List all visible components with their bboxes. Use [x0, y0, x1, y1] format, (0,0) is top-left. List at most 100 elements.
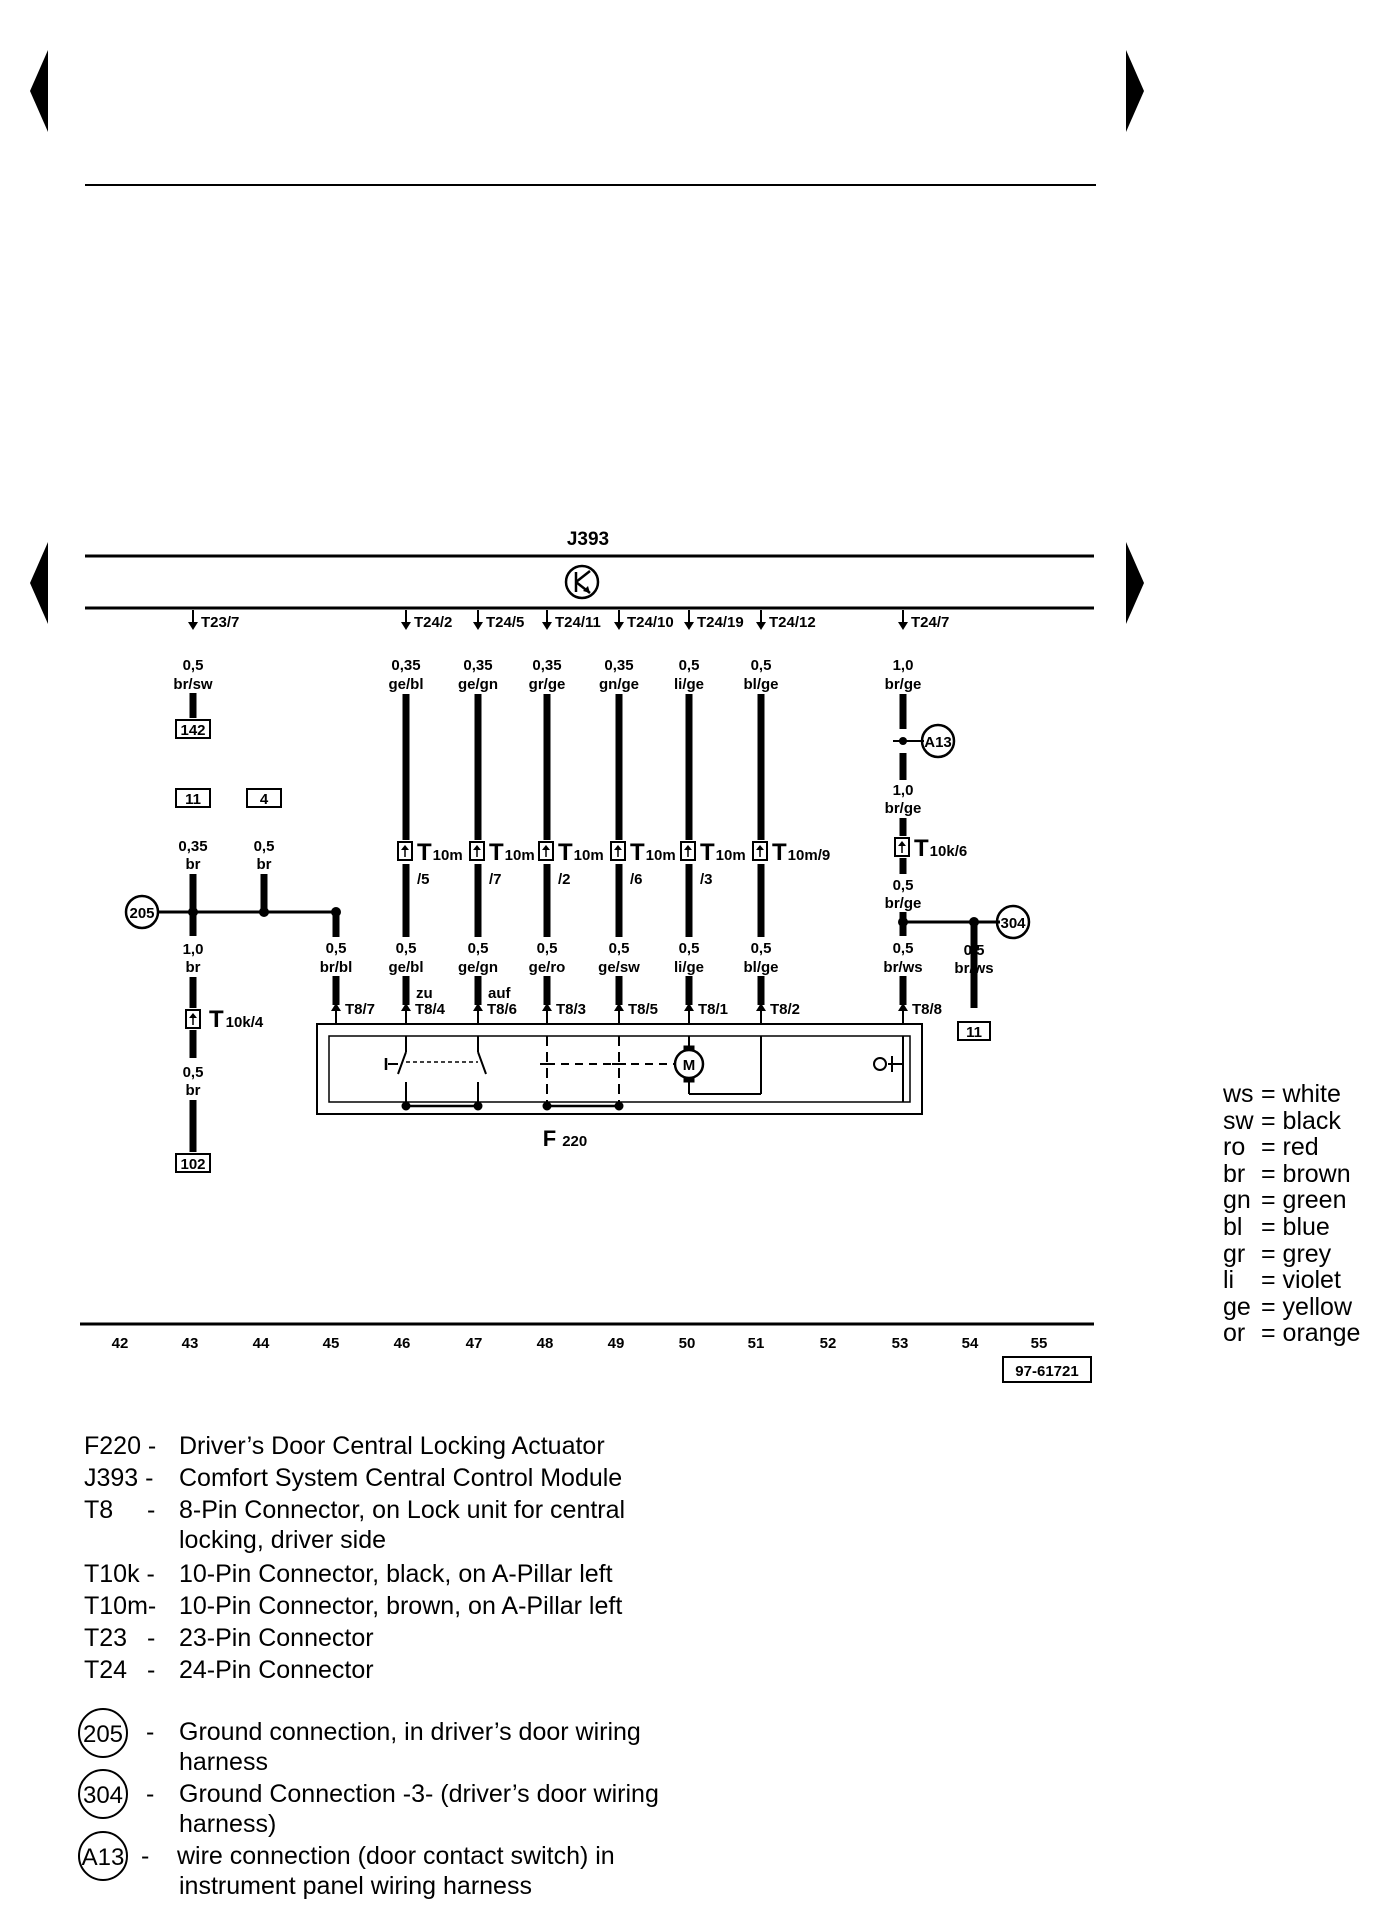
legend-row-t8: T8-8-Pin Connector, on Lock unit for cen…: [84, 1496, 625, 1525]
color-key-code: bl: [1223, 1213, 1243, 1241]
legend-ground-304-symbol: [78, 1769, 128, 1819]
module-pin-label: T24/2: [414, 614, 452, 631]
wire-color-label: br/ge: [885, 800, 922, 817]
wire-size-label: 0,5: [751, 657, 772, 674]
legend-text: 24-Pin Connector: [179, 1656, 374, 1684]
ref-number-box: [1002, 1356, 1092, 1383]
color-key-row: sw= black: [1223, 1106, 1341, 1135]
t10m-connector-icon-arrow: [614, 845, 622, 850]
legend-text: Comfort System Central Control Module: [179, 1464, 623, 1492]
legend-code: T24: [84, 1656, 128, 1684]
color-key-name: orange: [1282, 1319, 1361, 1348]
wire-color-label: br/ws: [954, 960, 993, 977]
t10m-pin-label: /2: [558, 871, 571, 888]
wire-color-label: br: [186, 1082, 201, 1099]
ref-11-col43: 11: [185, 791, 201, 808]
prev-page-arrow-top[interactable]: [30, 50, 48, 132]
legend-row-t23: T23-23-Pin Connector: [84, 1624, 374, 1653]
color-key-code: ge: [1223, 1292, 1251, 1321]
wire-size-label: 0,5: [468, 940, 489, 957]
a13-symbol: [920, 723, 956, 759]
legend-a13-code: A13: [82, 1844, 125, 1871]
column-number: 51: [748, 1335, 765, 1352]
column-number: 43: [182, 1335, 199, 1352]
column-number: 44: [253, 1335, 270, 1352]
legend-row-f220: F220 -Driver’s Door Central Locking Actu…: [84, 1432, 605, 1461]
legend-code: J393 -: [84, 1464, 154, 1492]
actuator-pin-arrow: [614, 1003, 624, 1011]
color-key-name: blue: [1282, 1213, 1330, 1241]
actuator-pin-label: T8/3: [556, 1001, 586, 1018]
wire-size-label: 0,5: [183, 657, 204, 674]
wire-size-label: 0,5: [183, 1064, 204, 1081]
wire-color-label: bl/ge: [743, 959, 778, 976]
module-pin-label: T24/19: [697, 614, 744, 631]
ground-304-splice-54: [969, 917, 979, 927]
column-number: 49: [608, 1335, 625, 1352]
color-key-code: ws: [1223, 1080, 1254, 1108]
ref-142-box: [175, 719, 211, 739]
t10m-label: T10m: [417, 839, 463, 866]
actuator-pin-label: T8/5: [628, 1001, 658, 1018]
legend-dash: -: [147, 1656, 156, 1684]
color-key-code: sw: [1223, 1106, 1254, 1135]
wire-color-label: ge/ro: [529, 959, 566, 976]
actuator-pin-arrow: [898, 1003, 908, 1011]
module-pin-arrow: [898, 622, 908, 630]
bottom-pin-group: 0,5br/blT8/70,5ge/blT8/40,5ge/gnT8/60,5g…: [320, 940, 942, 1024]
legend-row-a13: -wire connection (door contact switch) i…: [141, 1842, 615, 1870]
wire-color-label: li/ge: [674, 959, 704, 976]
wire-size-label: 0,35: [532, 657, 561, 674]
actuator-pin-arrow: [542, 1003, 552, 1011]
ground-304-splice-53: [898, 917, 908, 927]
module-pin-arrow: [684, 622, 694, 630]
color-key-name: red: [1282, 1133, 1319, 1162]
column-number: 50: [679, 1335, 696, 1352]
legend-row-j393: J393 - Comfort System Central Control Mod…: [84, 1464, 622, 1493]
legend-ground-205-symbol: [78, 1708, 128, 1758]
actuator-pin-arrow: [401, 1003, 411, 1011]
wire-size-label: 0,35: [463, 657, 492, 674]
t10m-pin-label: /3: [700, 871, 713, 888]
ref-102-box: [175, 1153, 211, 1173]
wire-size-label: 0,35: [604, 657, 633, 674]
actuator-pin-label: T8/1: [698, 1001, 728, 1018]
legend-code: F220 -: [84, 1432, 157, 1460]
t10m-connector-icon-arrow: [684, 845, 692, 850]
next-page-arrow-bottom[interactable]: [1126, 542, 1144, 624]
color-key-row: br= brown: [1223, 1159, 1351, 1188]
module-pin-label: T24/10: [627, 614, 674, 631]
color-key-name: grey: [1282, 1239, 1332, 1268]
top-pin-group: T23/70,5br/swT24/20,35ge/blT24/50,35ge/g…: [173, 610, 949, 693]
column-number: 46: [394, 1335, 411, 1352]
wire-color-label: br/ws: [883, 959, 922, 976]
color-key-row: li= violet: [1223, 1266, 1341, 1295]
a13-label: A13: [924, 734, 952, 751]
color-key-name: white: [1282, 1080, 1341, 1108]
wire-size-label: 0,5: [537, 940, 558, 957]
color-key-name: green: [1282, 1186, 1347, 1215]
column-number: 42: [112, 1335, 129, 1352]
legend-text: harness): [179, 1810, 277, 1838]
wire-color-label: li/ge: [674, 676, 704, 693]
legend-text: Ground connection, in driver’s door wiri…: [179, 1718, 641, 1746]
legend-text: harness: [179, 1748, 268, 1776]
wire-size-label: 0,5: [893, 940, 914, 957]
wire-color-label: ge/gn: [458, 959, 498, 976]
module-pin-arrow: [188, 622, 198, 630]
legend-code: T10m-: [84, 1592, 157, 1620]
next-page-arrow-top[interactable]: [1126, 50, 1144, 132]
legend-text: 10-Pin Connector, black, on A-Pillar lef…: [179, 1560, 613, 1588]
color-key-row: ro= red: [1223, 1133, 1319, 1162]
wire-size-label: 0,5: [679, 657, 700, 674]
color-key-row: ge= yellow: [1223, 1292, 1353, 1321]
legend-code: T8: [84, 1496, 114, 1524]
color-key-name: violet: [1282, 1266, 1341, 1295]
wire-size-label: 0,5: [964, 942, 985, 959]
color-key-row: bl= blue: [1223, 1213, 1330, 1241]
ref-11-col54: 11: [966, 1024, 982, 1041]
t10k6-label: T10k/6: [914, 835, 967, 862]
ref-11-col54-box: [957, 1021, 991, 1041]
prev-page-arrow-bottom[interactable]: [30, 542, 48, 624]
